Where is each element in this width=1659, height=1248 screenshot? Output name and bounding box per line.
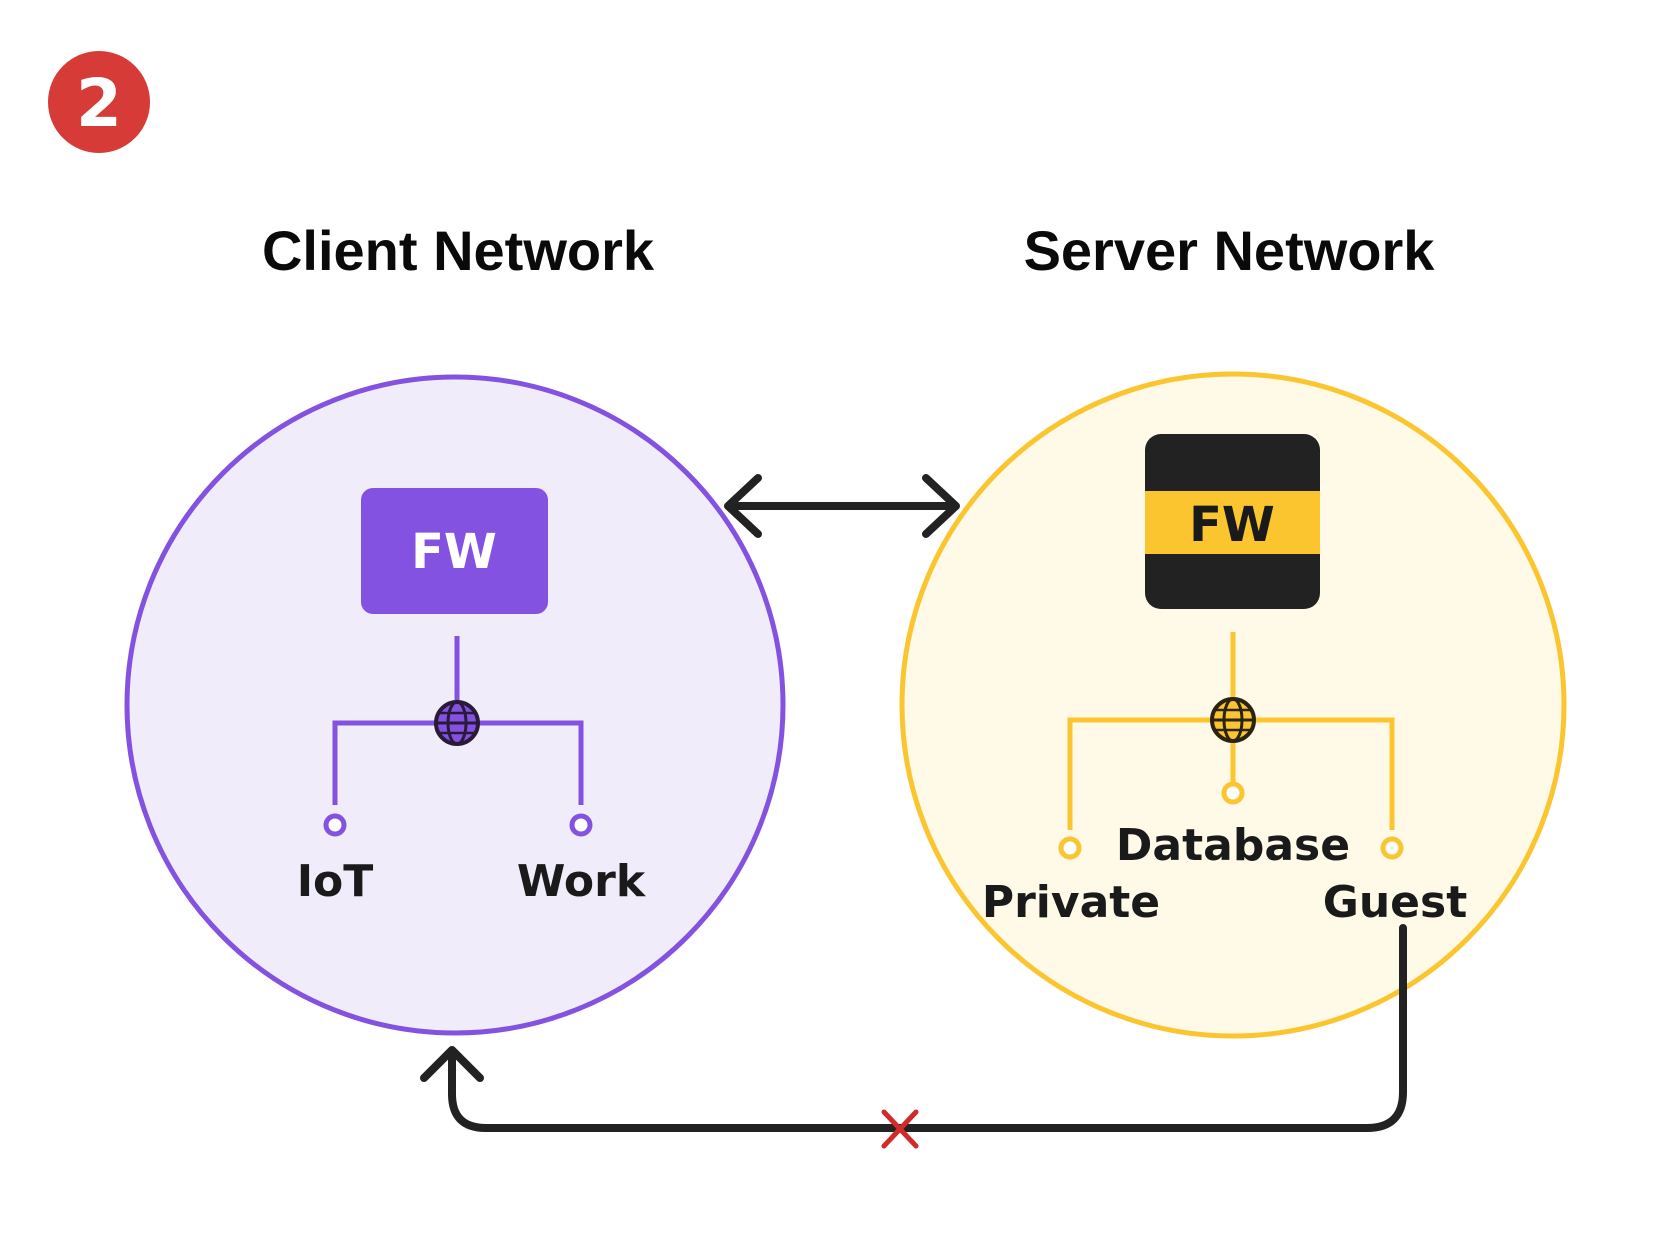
iot-node [323,813,347,837]
private-node [1058,836,1082,860]
server-network: FW Database Private Guest [899,371,1567,1039]
step-badge-circle [48,51,150,153]
globe-icon [434,700,480,746]
bidirectional-arrow [724,474,960,538]
blocked-path-arrowhead [420,1046,484,1082]
step-badge-number: 2 [76,65,122,142]
globe-icon [1210,697,1256,743]
segment-work: Work [517,856,647,907]
server-firewall-label: FW [1189,497,1275,553]
blocked-path [420,924,1407,1149]
guest-node [1380,836,1404,860]
segment-iot: IoT [297,856,374,907]
database-node [1221,781,1245,805]
blocked-path-line [448,924,1407,1132]
server-network-title: Server Network [1024,219,1436,282]
segment-guest: Guest [1323,877,1468,928]
client-firewall-label: FW [411,524,497,580]
blocked-x-icon [881,1109,919,1149]
step-badge: 2 [48,51,150,153]
client-network: FW IoT Work [124,374,786,1036]
client-firewall [361,488,548,614]
segment-database: Database [1116,820,1350,871]
work-node [569,813,593,837]
client-network-title: Client Network [262,219,655,282]
segment-private: Private [982,877,1160,928]
server-firewall [1145,434,1320,609]
